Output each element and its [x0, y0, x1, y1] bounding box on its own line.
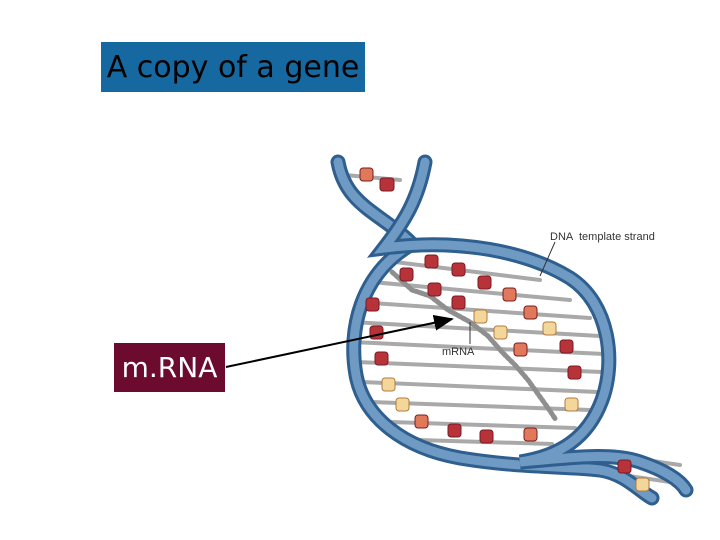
mrna-callout-text: m.RNA: [121, 351, 218, 384]
base-c: [523, 427, 538, 442]
base-u: [427, 282, 442, 297]
base-a: [477, 275, 492, 290]
base-u: [374, 351, 389, 366]
base-u: [559, 339, 574, 354]
base-a: [479, 429, 494, 444]
dna-label-rest: template strand: [579, 231, 655, 243]
base-u: [369, 325, 384, 340]
base-u: [399, 267, 414, 282]
base-g: [542, 321, 557, 336]
base-a: [447, 423, 462, 438]
dna-backbone: [330, 154, 694, 506]
base-g: [635, 477, 650, 492]
mrna-label-text: mRNA: [442, 346, 475, 358]
base-c: [513, 342, 528, 357]
nucleotide-bases: [359, 167, 650, 492]
base-c: [414, 414, 429, 429]
title-text: A copy of a gene: [106, 49, 360, 85]
dna-label-bold: DNA: [550, 231, 574, 243]
title-box: A copy of a gene: [101, 42, 365, 92]
base-a: [567, 365, 582, 380]
mrna-strand: [389, 269, 559, 423]
mrna-label: mRNA: [442, 322, 475, 358]
base-a: [451, 262, 466, 277]
base-a: [424, 254, 439, 269]
base-c: [502, 287, 517, 302]
base-g: [381, 377, 396, 392]
base-u: [617, 459, 632, 474]
mrna-callout-box: m.RNA: [114, 343, 225, 392]
base-u: [379, 177, 395, 192]
callout-arrow: [225, 314, 454, 368]
base-c: [523, 305, 538, 320]
base-u: [451, 295, 466, 310]
base-u: [365, 297, 380, 312]
base-c: [359, 167, 374, 182]
base-g: [395, 397, 410, 412]
dna-template-label: DNA template strand: [539, 231, 655, 277]
base-g: [473, 309, 488, 324]
base-g: [564, 397, 579, 412]
base-g: [493, 325, 508, 340]
